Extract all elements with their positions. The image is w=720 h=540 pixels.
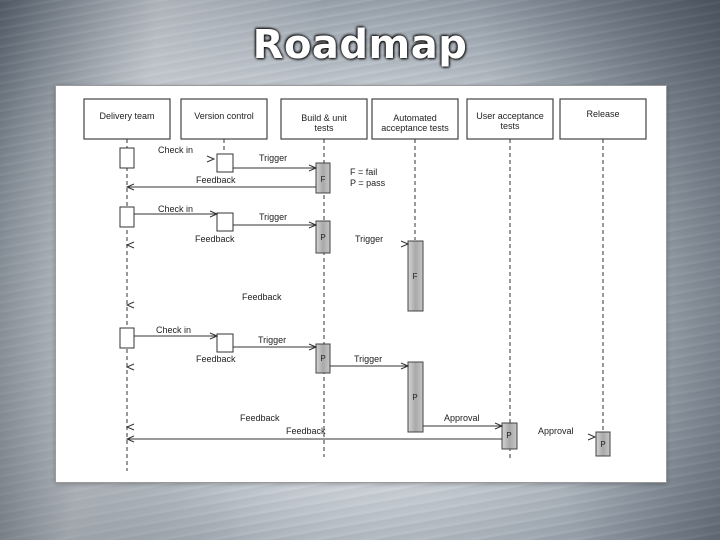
uat-pass-mark: P	[506, 431, 511, 440]
label-trigger-1: Trigger	[259, 153, 287, 163]
delivery-activations	[119, 147, 135, 349]
label-trigger-aat-1: Trigger	[355, 234, 383, 244]
arrow-trigger-aat-2-head	[400, 362, 410, 370]
delivery-activation-2	[119, 206, 135, 228]
arrow-feedback-aat-head	[125, 301, 135, 309]
vcs-activation-1	[216, 153, 234, 173]
message-arrows	[125, 155, 597, 443]
lane-label-aat-line2: acceptance tests	[381, 123, 449, 133]
aat-fail-mark: F	[413, 272, 418, 281]
label-feedback-aat: Feedback	[242, 292, 282, 302]
legend-fail: F = fail	[350, 167, 377, 177]
aat-bar-fail	[407, 240, 424, 312]
release-bar-pass	[595, 431, 611, 457]
build-bar-pass-1	[315, 220, 331, 254]
lane-label-release: Release	[586, 109, 619, 119]
label-trigger-2: Trigger	[259, 212, 287, 222]
lane-header-automated-acceptance-tests: Automated acceptance tests	[371, 98, 459, 140]
build-bar-pass-2	[315, 343, 331, 374]
arrow-checkin-3-head	[209, 332, 219, 340]
arrow-approval-2-head	[587, 433, 597, 441]
lane-header-release: Release	[559, 98, 647, 140]
lane-label-delivery-team: Delivery team	[99, 111, 154, 121]
release-pass-mark: P	[600, 440, 605, 449]
arrow-trigger-aat-1-head	[400, 240, 410, 248]
label-feedback-2: Feedback	[195, 234, 235, 244]
vcs-activations	[216, 153, 234, 353]
label-feedback-uat: Feedback	[286, 426, 326, 436]
lane-label-uat-line2: tests	[500, 121, 520, 131]
arrow-checkin-2-head	[209, 210, 219, 218]
build-pass-mark-1: P	[320, 233, 325, 242]
aat-bar-pass	[407, 361, 424, 433]
label-feedback-3: Feedback	[196, 354, 236, 364]
arrow-trigger-2-head	[308, 221, 318, 229]
vcs-activation-3	[216, 333, 234, 353]
arrow-feedback-1-head	[125, 183, 135, 191]
vcs-activation-2	[216, 212, 234, 232]
lane-header-delivery-team: Delivery team	[83, 98, 171, 140]
build-pass-mark-2: P	[320, 354, 325, 363]
arrow-feedback-aat-2-head	[125, 423, 135, 431]
label-checkin-3: Check in	[156, 325, 191, 335]
label-approval-1: Approval	[444, 413, 480, 423]
slide-title: Roadmap	[252, 22, 468, 68]
arrow-checkin-1	[206, 155, 216, 163]
uat-bar-pass	[501, 422, 518, 450]
label-approval-2: Approval	[538, 426, 574, 436]
label-checkin-1: Check in	[158, 145, 193, 155]
lane-header-version-control: Version control	[180, 98, 268, 140]
build-fail-mark: F	[321, 175, 326, 184]
build-bar-fail	[315, 162, 331, 194]
label-trigger-aat-2: Trigger	[354, 354, 382, 364]
lane-label-uat-line1: User acceptance	[476, 111, 544, 121]
diagram-frame	[55, 85, 667, 483]
lane-header-build-unit-tests: Build & unit tests	[280, 98, 368, 140]
aat-pass-mark: P	[412, 393, 417, 402]
lifelines	[126, 139, 604, 471]
arrow-trigger-3-head	[308, 343, 318, 351]
delivery-activation-3	[119, 327, 135, 349]
arrow-trigger-1-head	[308, 164, 318, 172]
arrow-feedback-uat-head	[125, 435, 135, 443]
label-feedback-1: Feedback	[196, 175, 236, 185]
result-bars	[315, 162, 611, 457]
lane-label-build-line2: tests	[314, 123, 334, 133]
label-feedback-aat-2: Feedback	[240, 413, 280, 423]
label-checkin-2: Check in	[158, 204, 193, 214]
legend-pass: P = pass	[350, 178, 386, 188]
delivery-activation-1	[119, 147, 135, 169]
arrow-approval-1-head	[494, 422, 504, 430]
arrow-feedback-3-head	[125, 363, 135, 371]
label-trigger-3: Trigger	[258, 335, 286, 345]
lane-header-user-acceptance-tests: User acceptance tests	[466, 98, 554, 140]
lane-label-build-line1: Build & unit	[301, 113, 347, 123]
lane-label-aat-line1: Automated	[393, 113, 437, 123]
arrow-feedback-2-head	[125, 241, 135, 249]
lane-label-version-control: Version control	[194, 111, 254, 121]
